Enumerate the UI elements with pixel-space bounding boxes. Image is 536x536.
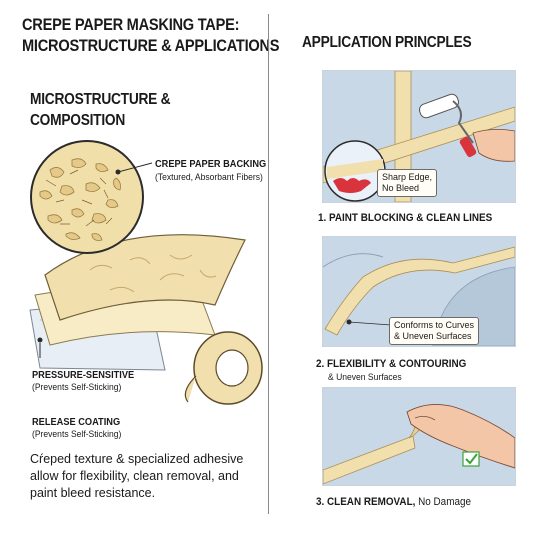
sharp-edge-callout: Sharp Edge, No Bleed [377,169,438,197]
crepe-fiber-magnifier-icon [30,140,144,254]
summary-text: Cŕeped texture & specialized adhesive al… [30,452,244,500]
microstructure-heading: MICROSTRUCTURE & COMPOSITION [30,91,171,129]
release-sub-label: (Prevents Self-Sticking) [32,429,122,440]
panel-paint-blocking: Sharp Edge, No Bleed [322,70,516,203]
page-title-line2: MICROSTRUCTURE & APPLICATIONS [22,36,280,55]
column-divider [268,14,269,514]
hand-icon [406,404,515,469]
clean-removal-illustration [323,388,515,485]
check-icon [462,451,480,467]
release-label: RELEASE COATING [32,416,121,428]
hand-icon [472,129,515,162]
backing-label: CREPE PAPER BACKING [155,158,267,170]
page-title-line1: CREPE PAPER MASKING TAPE: [22,15,240,34]
caption-paint-blocking: 1. PAINT BLOCKING & CLEAN LINES [318,212,493,224]
conforms-callout: Conforms to Curves & Uneven Surfaces [389,317,480,345]
caption-flexibility: 2. FLEXIBILITY & CONTOURING [316,358,467,370]
tape-layers-illustration [29,140,263,405]
backing-sub-label: (Textured, Absorbant Fibers) [155,172,263,183]
caption-flexibility-line2: & Uneven Surfaces [328,372,402,383]
adhesive-label: PRESSURE-SENSITIVE [32,369,135,381]
paint-roller-icon [419,93,477,158]
panel-flexibility: Conforms to Curves & Uneven Surfaces [322,236,516,347]
caption-clean-removal: 3. CLEAN REMOVAL, No Damage [316,496,471,508]
adhesive-sub-label: (Prevents Self-Sticking) [32,382,122,393]
application-heading: APPLICATION PRINCPLES [302,34,472,51]
tape-roll-icon [184,331,263,405]
page-title: CREPE PAPER MASKING TAPE: MICROSTRUCTURE… [22,14,280,56]
panel-clean-removal [322,387,516,486]
